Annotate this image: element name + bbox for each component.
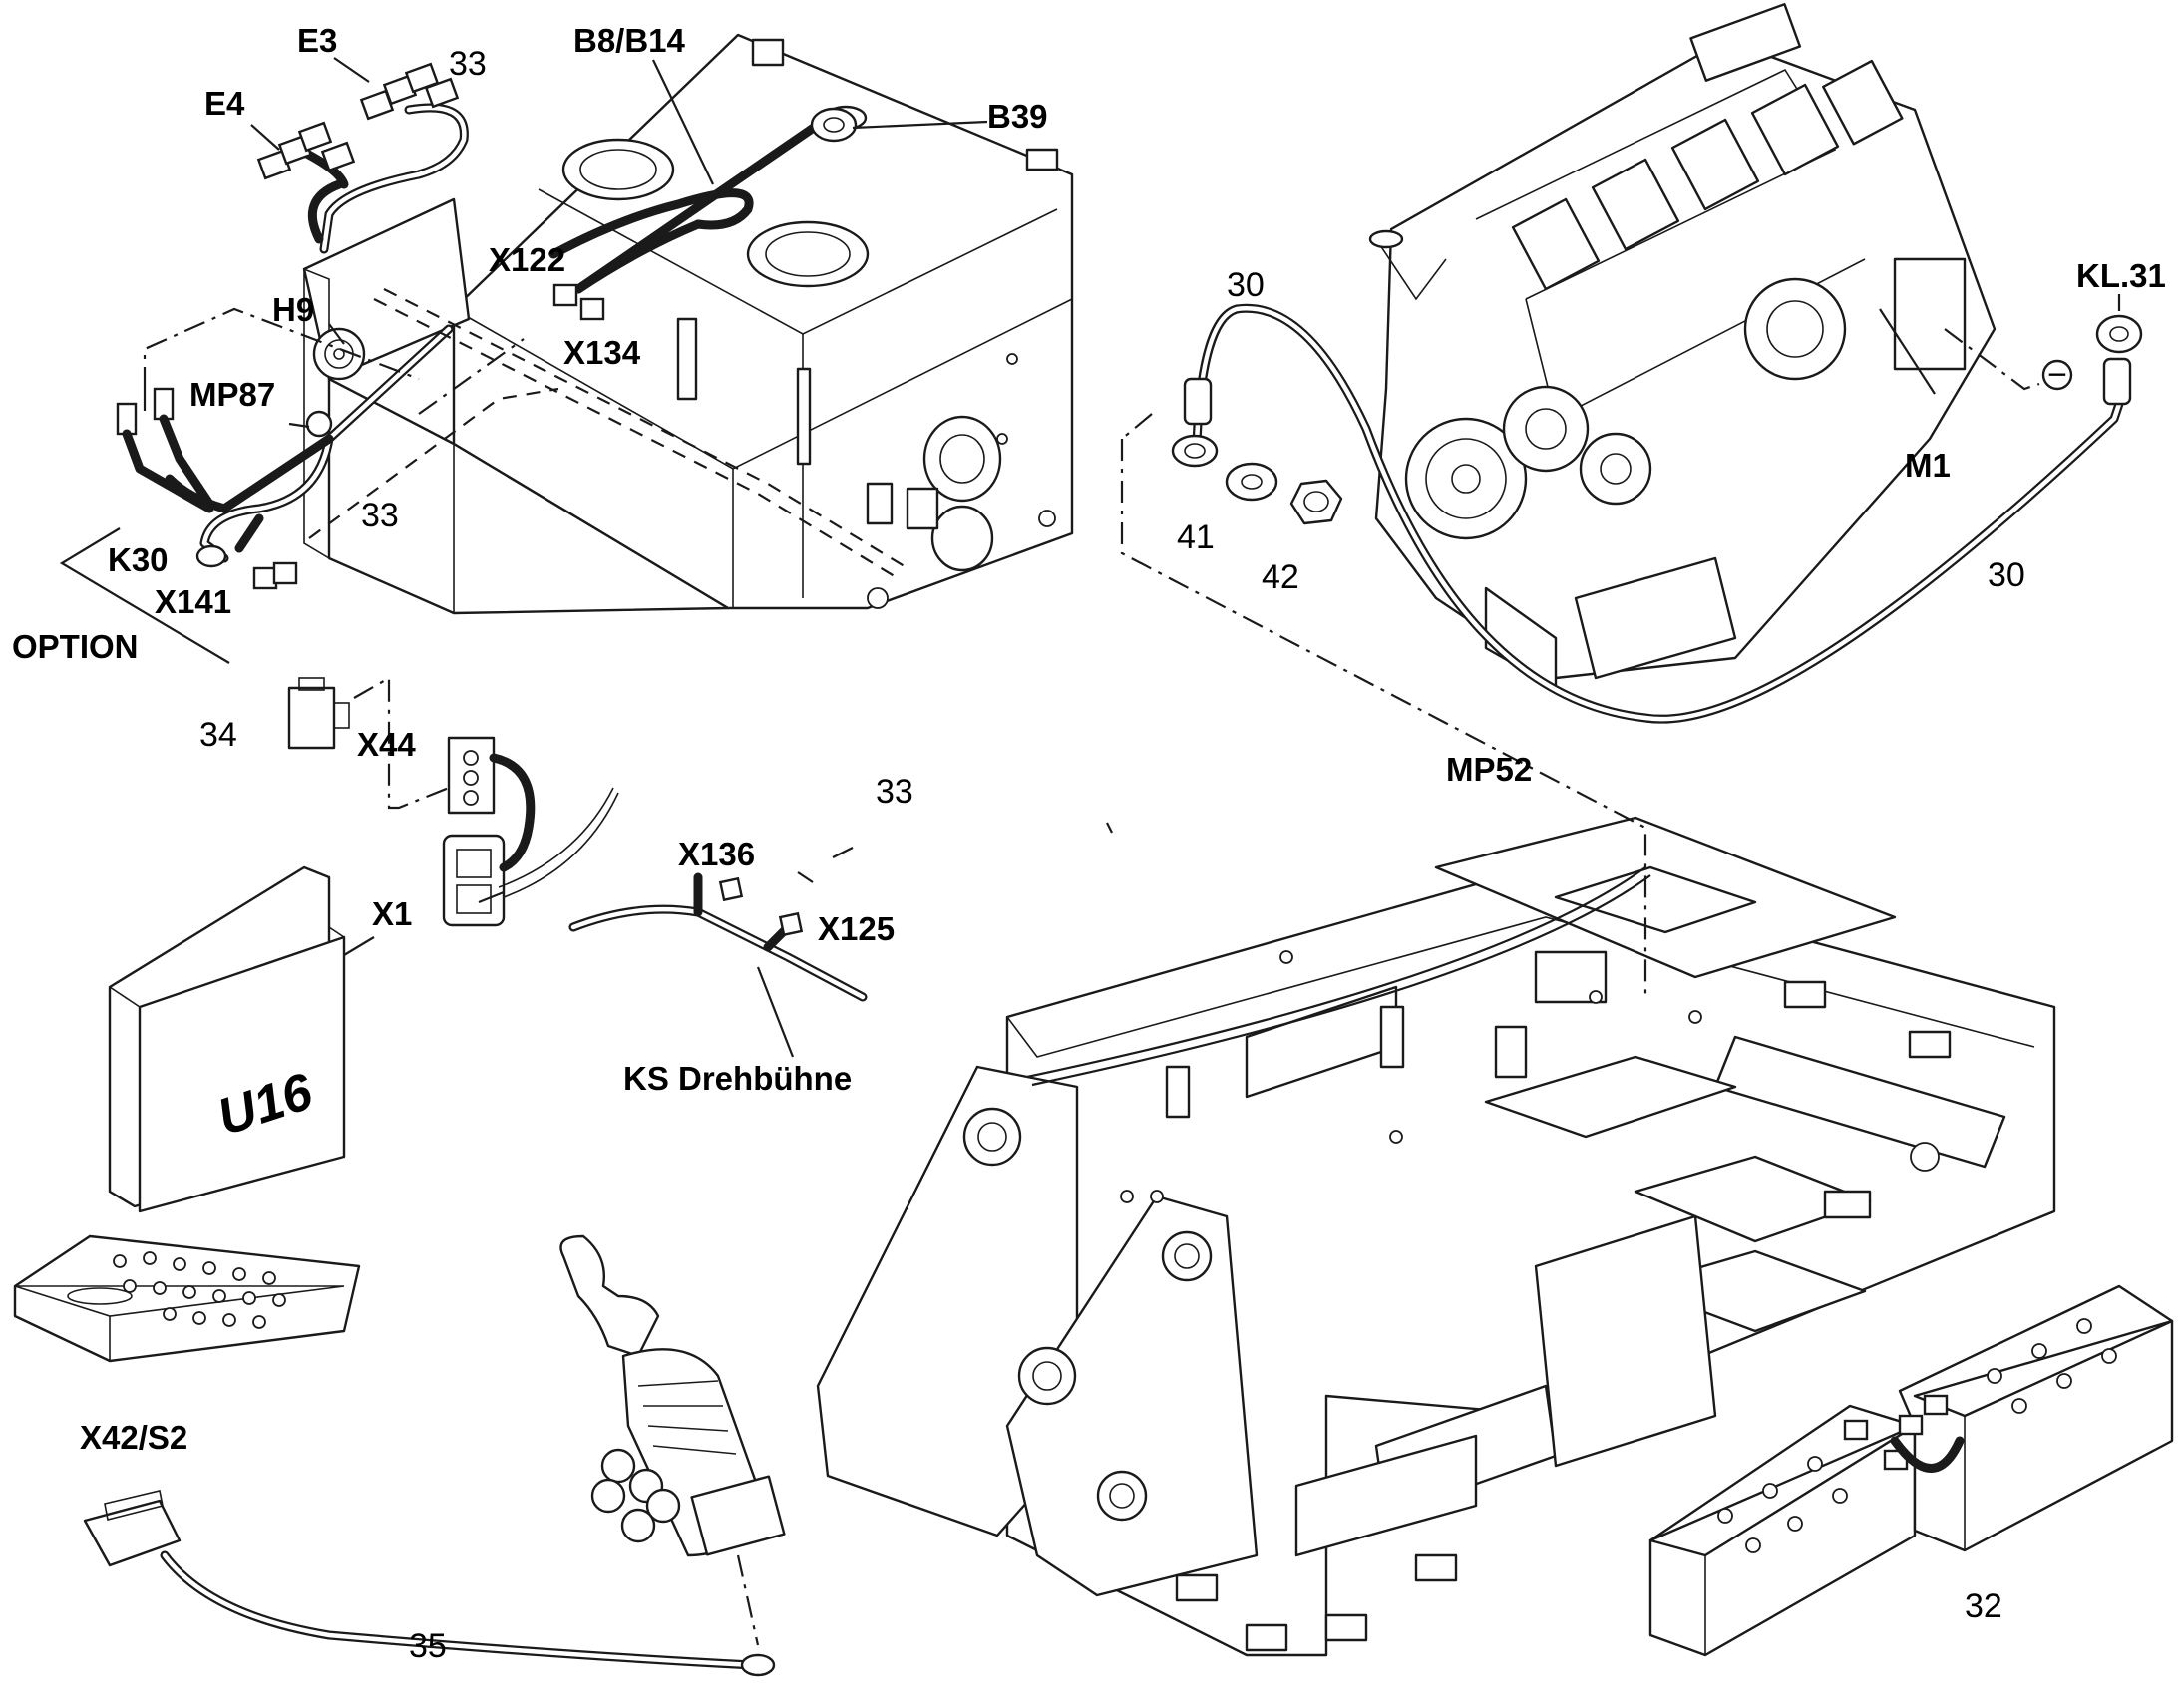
harness-route-1: [373, 298, 899, 579]
label-32: 32: [1965, 1587, 2002, 1625]
ring-terminal-41: [1171, 434, 1219, 468]
label-x141: X141: [155, 583, 231, 620]
label-x136: X136: [678, 836, 755, 872]
label-b39: B39: [987, 98, 1048, 135]
label-option: OPTION: [12, 628, 139, 665]
label-k30: K30: [108, 541, 169, 578]
cable-35: [160, 1550, 758, 1670]
label-x1: X1: [372, 895, 412, 932]
x122-dash: [418, 338, 525, 415]
ground-eye-mp87: [305, 410, 333, 438]
nut-42: [1289, 479, 1343, 525]
label-30-right: 30: [1988, 556, 2025, 594]
washer-41: [1225, 462, 1278, 502]
connector-x1: [442, 834, 506, 927]
label-x122: X122: [489, 241, 565, 278]
label-35: 35: [409, 1627, 447, 1665]
diesel-engine: [1368, 3, 1997, 690]
sensor-b39: [810, 107, 858, 143]
k30-ring-terminal: [195, 544, 227, 568]
connector-x141: [252, 561, 298, 590]
connector-x122: [552, 283, 578, 307]
connector-x134: [579, 297, 605, 321]
svg-text:−: −: [2047, 356, 2067, 394]
label-ks-drehbuehne: KS Drehbühne: [623, 1060, 852, 1097]
label-33-mid: 33: [876, 773, 913, 811]
label-b8-b14: B8/B14: [573, 22, 686, 59]
nut-bracket: [1121, 413, 1153, 440]
label-41: 41: [1177, 518, 1215, 556]
label-e3: E3: [297, 22, 337, 59]
label-e4: E4: [204, 85, 245, 122]
option-bracket: [59, 307, 420, 664]
label-x42-s2: X42/S2: [80, 1419, 187, 1456]
label-kl31: KL.31: [2076, 257, 2166, 294]
control-unit-u16: [108, 865, 346, 1213]
relay-34: [287, 677, 350, 750]
connector-x42: [83, 1490, 182, 1567]
plugs-e3: [359, 62, 460, 121]
label-mp52: MP52: [1446, 751, 1532, 788]
label-m1: M1: [1905, 447, 1951, 484]
cable-35-ring: [740, 1653, 776, 1677]
leader-lines: [250, 57, 2121, 1058]
turntable-cable-harness: [568, 866, 1651, 1087]
mp87-cable-2: [159, 414, 214, 509]
x44-bracket: [353, 676, 450, 810]
x44-cable: [489, 753, 536, 872]
plugs-e4: [256, 121, 356, 180]
hydraulic-tank: [302, 33, 1074, 615]
label-34: 34: [199, 716, 237, 754]
engine-valve-covers: [1511, 59, 1904, 291]
label-h9: H9: [272, 291, 314, 328]
turntable-frame: [816, 816, 2056, 1657]
connector-x44: [447, 736, 496, 815]
x1-lead: [498, 787, 614, 888]
ring-terminal-kl31: [2095, 314, 2143, 354]
mp52-dash: [1120, 439, 1647, 997]
cable-30-sleeve-left: [1183, 377, 1213, 426]
label-x134: X134: [563, 334, 641, 371]
keypad-x42-s2: [13, 1234, 361, 1363]
minus-symbol: −: [2041, 356, 2073, 394]
label-x125: X125: [818, 910, 895, 947]
label-33-top: 33: [449, 45, 487, 83]
callout-labels: E3 33 E4 B8/B14 B39 X122 X134 H9 MP87 33…: [12, 22, 2166, 1665]
cable-30-sleeve-right: [2102, 357, 2132, 406]
joystick: [559, 1234, 786, 1646]
label-x44: X44: [357, 726, 416, 763]
label-mp87: MP87: [189, 376, 275, 413]
label-33-left: 33: [361, 497, 399, 534]
kl31-dash: [1944, 328, 2040, 391]
batteries-32: [1648, 1284, 2174, 1657]
mp87-cable: [122, 429, 214, 513]
label-42: 42: [1262, 558, 1299, 596]
harness-route-2: [383, 288, 908, 569]
harness-route-3: [308, 387, 559, 539]
label-30-top: 30: [1227, 266, 1265, 304]
